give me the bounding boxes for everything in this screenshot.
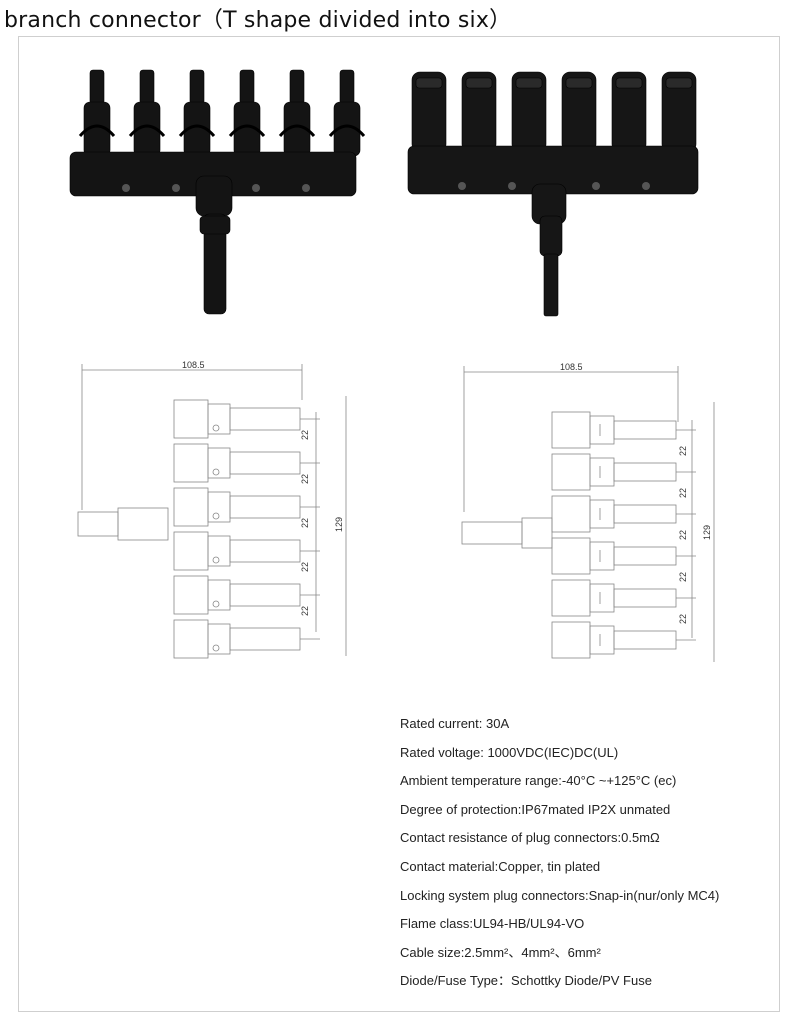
- spec-temperature-range: Ambient temperature range:-40°C ~+125°C …: [400, 773, 677, 789]
- total-dimension: 129: [334, 517, 344, 532]
- svg-text:22: 22: [678, 614, 688, 624]
- svg-text:22: 22: [300, 474, 310, 484]
- spec-contact-resistance: Contact resistance of plug connectors:0.…: [400, 830, 660, 846]
- pitch-dimensions: 22 22 22 22 22: [300, 430, 310, 616]
- connector-photo-right: [407, 71, 699, 317]
- spec-locking-system: Locking system plug connectors:Snap-in(n…: [400, 887, 720, 903]
- svg-text:22: 22: [678, 572, 688, 582]
- spec-list: Rated current: 30A Rated voltage: 1000VD…: [400, 716, 770, 1002]
- technical-drawing-right: 108.5 22 22 22 22 22 129: [461, 362, 715, 662]
- pitch-dimensions: 22 22 22 22 22: [678, 446, 688, 624]
- width-dimension: 108.5: [560, 362, 583, 372]
- connector-photo-left: [69, 69, 366, 315]
- spec-flame-class: Flame class:UL94-HB/UL94-VO: [400, 916, 585, 932]
- svg-text:22: 22: [300, 518, 310, 528]
- svg-text:22: 22: [300, 562, 310, 572]
- spec-rated-current: Rated current: 30A: [400, 716, 510, 731]
- svg-text:22: 22: [678, 446, 688, 456]
- product-panel: [18, 36, 780, 1012]
- spec-cable-size: Cable size:2.5mm²、4mm²、6mm²: [400, 944, 601, 960]
- svg-text:22: 22: [300, 606, 310, 616]
- svg-text:22: 22: [678, 530, 688, 540]
- svg-text:22: 22: [300, 430, 310, 440]
- total-dimension: 129: [702, 525, 712, 540]
- spec-contact-material: Contact material:Copper, tin plated: [400, 858, 601, 874]
- width-dimension: 108.5: [182, 360, 205, 370]
- page-title: branch connector（T shape divided into si…: [4, 8, 512, 33]
- technical-drawing-left: 108.5 22 22 22 22 22 129: [77, 360, 347, 659]
- spec-rated-voltage: Rated voltage: 1000VDC(IEC)DC(UL): [400, 744, 619, 760]
- spec-protection: Degree of protection:IP67mated IP2X unma…: [400, 801, 671, 817]
- svg-text:22: 22: [678, 488, 688, 498]
- spec-diode-fuse: Diode/Fuse Type：Schottky Diode/PV Fuse: [400, 973, 652, 989]
